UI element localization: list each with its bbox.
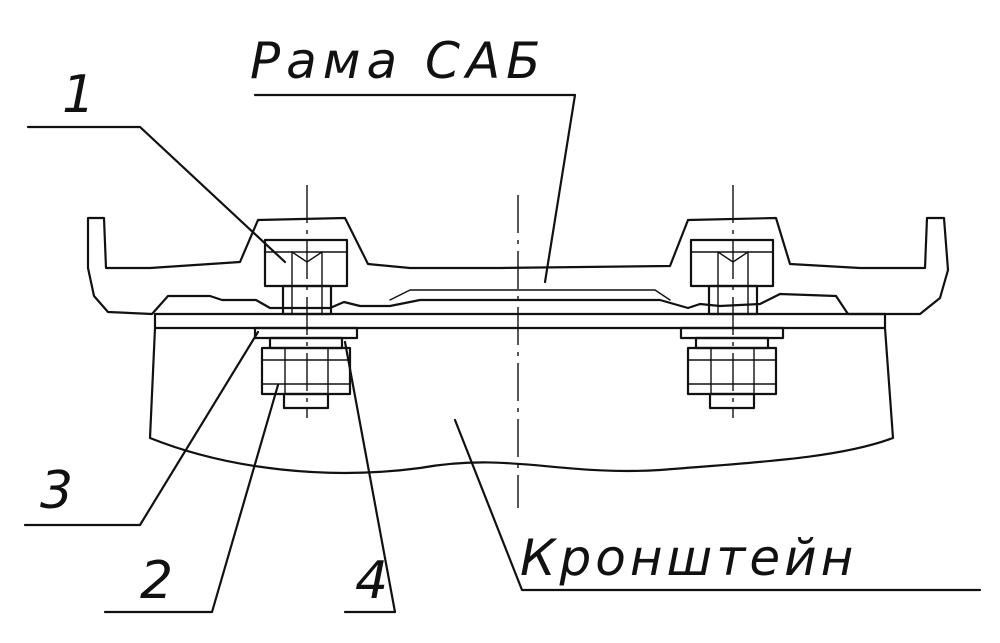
leader-4 xyxy=(343,340,397,614)
frame-profile xyxy=(86,216,950,316)
leader-1 xyxy=(26,125,287,264)
right-bolt xyxy=(679,185,785,418)
leader-frame xyxy=(253,93,577,284)
label-frame: Рама САБ xyxy=(250,32,546,90)
leader-lines xyxy=(23,93,982,614)
label-item-2: 2 xyxy=(140,551,173,611)
label-item-1: 1 xyxy=(62,65,95,125)
leader-3 xyxy=(23,330,260,527)
leader-bracket xyxy=(453,418,982,592)
label-bracket: Кронштейн xyxy=(520,529,857,587)
leader-2 xyxy=(103,383,280,614)
bracket-plate xyxy=(148,312,895,474)
label-item-3: 3 xyxy=(40,461,73,521)
label-item-4: 4 xyxy=(355,551,388,611)
left-bolt xyxy=(253,185,359,418)
